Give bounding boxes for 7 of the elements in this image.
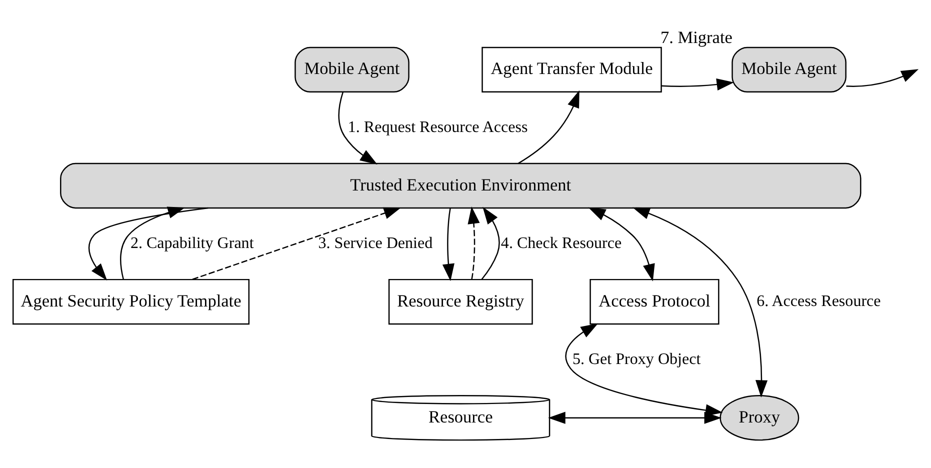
edge-label: 2. Capability Grant	[130, 234, 254, 252]
edge-label: 6. Access Resource	[756, 292, 881, 310]
edge-label: 4. Check Resource	[500, 234, 622, 252]
node-label: 7. Migrate	[660, 27, 732, 46]
edge-label: 5. Get Proxy Object	[572, 350, 701, 368]
edge-label: 1. Request Resource Access	[348, 118, 528, 136]
edge-label: 3. Service Denied	[318, 234, 433, 252]
